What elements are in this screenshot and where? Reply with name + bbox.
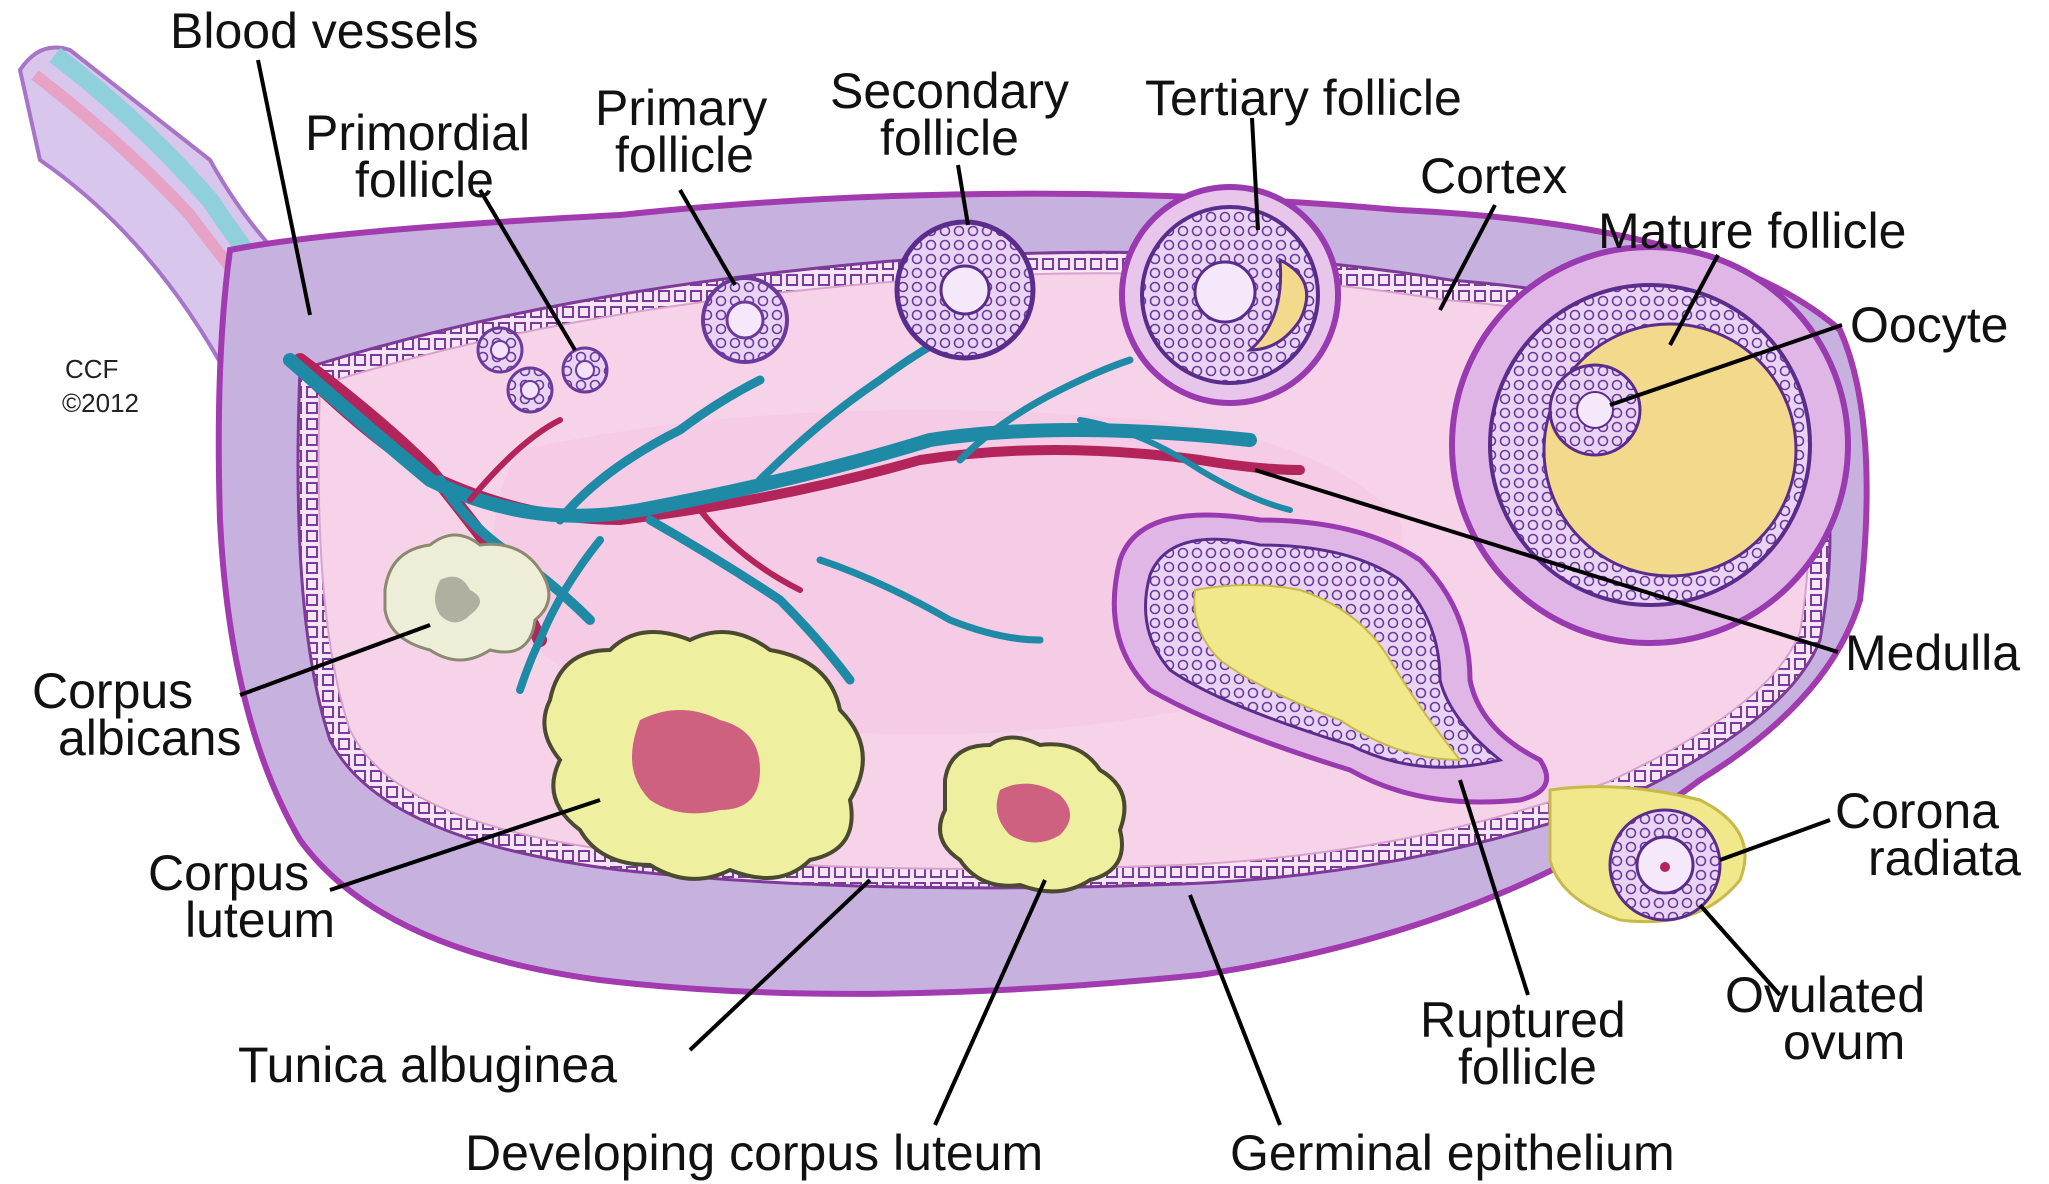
label-corona-radiata-line-2: radiata [1868,830,2021,886]
label-ovulated-ovum-line-2: ovum [1783,1014,1905,1070]
primary-follicle [703,278,787,362]
label-tertiary-follicle: Tertiary follicle [1145,70,1462,126]
label-ruptured-follicle-line-2: follicle [1458,1039,1597,1095]
label-mature-follicle: Mature follicle [1598,203,1906,259]
credit-line-1: CCF [65,354,118,384]
tertiary-follicle [1122,187,1338,403]
credit-line-2: ©2012 [62,388,139,418]
label-corpus-luteum-line-2: luteum [185,892,335,948]
corpus-luteum [544,632,862,879]
label-primary-follicle-line-2: follicle [615,127,754,183]
label-cortex: Cortex [1420,148,1567,204]
label-oocyte: Oocyte [1850,297,2008,353]
label-tunica-albuginea: Tunica albuginea [238,1037,617,1093]
mature-follicle [1452,247,1848,643]
secondary-follicle [897,222,1033,358]
ovulated-ovum [1550,787,1745,922]
label-secondary-follicle-line-2: follicle [880,110,1019,166]
label-blood-vessels: Blood vessels [170,3,479,59]
label-primordial-follicle-line-2: follicle [355,152,494,208]
label-germinal-epithelium: Germinal epithelium [1230,1125,1675,1181]
label-medulla: Medulla [1845,625,2020,681]
label-developing-corpus-luteum: Developing corpus luteum [465,1125,1043,1181]
label-corpus-albicans-line-2: albicans [58,710,241,766]
corpus-albicans [385,535,549,660]
